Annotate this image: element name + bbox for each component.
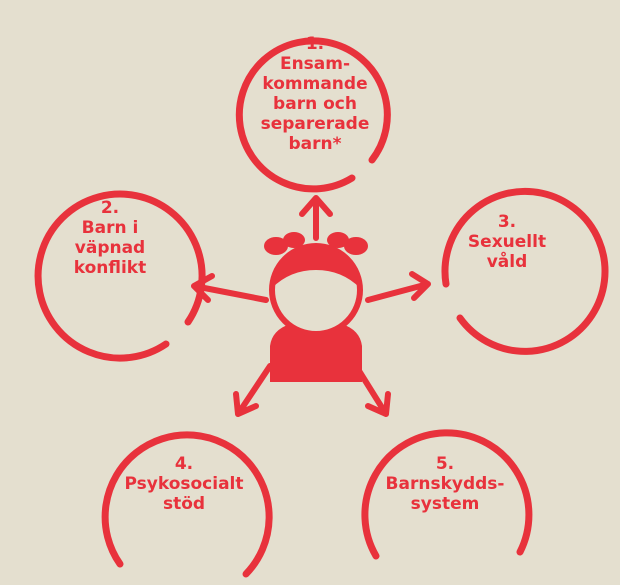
node-1-line: barn och — [273, 94, 357, 114]
node-3-line: våld — [486, 252, 528, 272]
node-4-line: Psykosocialt — [124, 474, 244, 494]
node-1-label: 1. Ensam- kommande barn och separerade b… — [240, 34, 390, 154]
node-1-line: Ensam- — [279, 54, 351, 74]
arrow-to-node-2 — [191, 273, 269, 303]
node-1-line: 1. — [305, 34, 325, 54]
node-3-line: Sexuellt — [467, 232, 547, 252]
node-5-line: Barnskydds- — [385, 474, 505, 494]
node-4-line: 4. — [174, 454, 194, 474]
node-2-line: väpnad — [74, 238, 146, 258]
node-2-line: Barn i — [81, 218, 139, 238]
circle-5 — [361, 429, 533, 560]
node-5-line: system — [410, 494, 480, 514]
node-5-label: 5. Barnskydds- system — [365, 454, 525, 514]
arrow-to-node-3 — [365, 271, 431, 303]
arrow-to-node-4 — [233, 363, 273, 417]
node-4-label: 4. Psykosocialt stöd — [104, 454, 264, 514]
node-2-line: konflikt — [73, 258, 147, 278]
circle-4 — [101, 431, 273, 578]
node-5-line: 5. — [435, 454, 455, 474]
girl-with-pigtails-icon — [264, 232, 368, 382]
node-1-line: kommande — [262, 74, 368, 94]
node-3-label: 3. Sexuellt våld — [442, 212, 572, 272]
circle-3 — [441, 187, 609, 355]
circle-2 — [34, 190, 206, 362]
circle-1 — [235, 37, 391, 193]
node-3-line: 3. — [497, 212, 517, 232]
node-2-label: 2. Barn i väpnad konflikt — [40, 198, 180, 278]
node-1-line: separerade — [260, 114, 370, 134]
node-4-line: stöd — [162, 494, 206, 514]
node-2-line: 2. — [100, 198, 120, 218]
arrow-to-node-1 — [299, 195, 333, 241]
node-1-line: barn* — [288, 134, 342, 154]
